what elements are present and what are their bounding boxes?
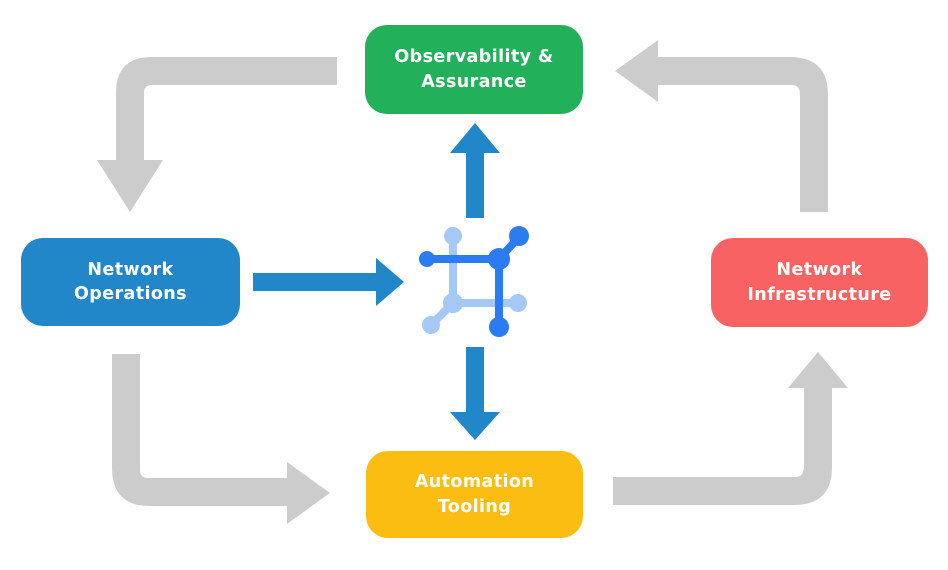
arrow-center-to-tooling [450,347,500,440]
node-infrastructure-label: Network Infrastructure [747,260,892,305]
icon-dark-nodes [419,226,529,337]
node-operations-label: Network Operations [74,259,187,304]
icon-light-nodes [422,227,527,334]
arrow-observability-to-operations [97,57,337,212]
node-observability-label: Observability & Assurance [394,47,554,92]
arrow-tooling-to-infrastructure [613,352,848,505]
arrow-operations-to-tooling [112,354,330,524]
node-observability: Observability & Assurance [365,25,583,114]
node-tooling-label: Automation Tooling [414,472,535,517]
node-operations: Network Operations [21,238,240,326]
arrow-infrastructure-to-observability [615,40,828,212]
node-infrastructure: Network Infrastructure [711,238,928,327]
node-tooling: Automation Tooling [366,451,583,538]
arrow-operations-to-center [253,258,404,306]
network-automation-icon [419,226,529,337]
arrow-center-to-observability [450,123,500,218]
